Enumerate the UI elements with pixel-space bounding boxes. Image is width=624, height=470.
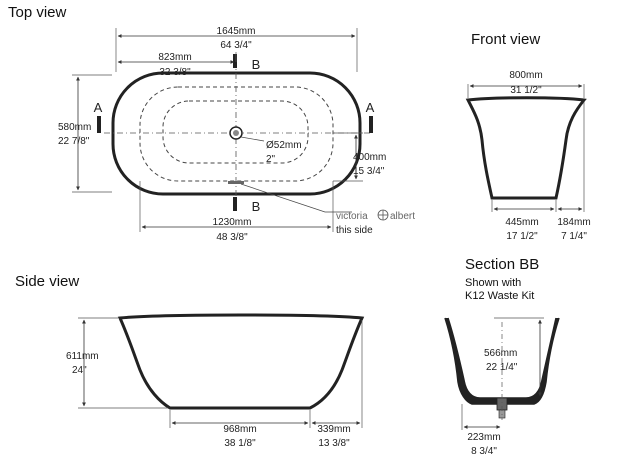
section-waste-offset-mm: 223mm	[467, 432, 500, 443]
side-base-mm: 968mm	[223, 424, 256, 435]
basin-outline-dashed	[139, 86, 334, 182]
section-a-label-left: A	[94, 100, 103, 115]
top-inner-width-mm: 400mm	[353, 152, 386, 163]
front-base-in: 17 1/2"	[506, 231, 538, 242]
front-width-in: 31 1/2"	[510, 85, 542, 96]
side-view-drawing: 611mm 24" 968mm 38 1/8" 339mm 13 3/8"	[66, 313, 365, 449]
section-b-label-top: B	[252, 57, 261, 72]
section-a-label-right: A	[366, 100, 375, 115]
front-view-heading: Front view	[471, 31, 541, 48]
section-depth-mm: 566mm	[484, 348, 517, 359]
side-offset-mm: 339mm	[317, 424, 350, 435]
front-base-mm: 445mm	[505, 217, 538, 228]
top-to-waste-mm: 823mm	[158, 52, 191, 63]
top-view-heading: Top view	[8, 4, 67, 21]
front-offset-in: 7 1/4"	[561, 231, 587, 242]
section-bb-drawing: 566mm 22 1/4" 223mm 8 3/4"	[444, 317, 560, 457]
side-offset-in: 13 3/8"	[318, 438, 350, 449]
brand-name-left: victoria	[336, 211, 368, 222]
top-inner-length-mm: 1230mm	[213, 217, 252, 228]
overflow-slot	[228, 181, 244, 184]
top-waste-mm: Ø52mm	[266, 140, 302, 151]
section-waste-offset-in: 8 3/4"	[471, 446, 497, 457]
brand-name-right: albert	[390, 211, 415, 222]
section-b-label-bottom: B	[252, 199, 261, 214]
section-bb-heading: Section BB	[465, 256, 540, 273]
top-width-mm: 580mm	[58, 122, 91, 133]
waste-outlet-inner	[233, 130, 239, 136]
side-height-mm: 611mm	[66, 351, 99, 362]
front-offset-mm: 184mm	[557, 217, 590, 228]
waste-leader-line	[240, 136, 265, 142]
top-view-drawing: 1645mm 64 3/4" 823mm 32 3/8" 580mm 22 7/…	[58, 26, 415, 243]
front-tub-profile	[465, 96, 587, 200]
section-b-marker-bottom	[233, 197, 237, 211]
top-width-in: 22 7/8"	[58, 136, 90, 147]
top-length-in: 64 3/4"	[220, 40, 252, 51]
section-a-marker-left	[97, 116, 101, 133]
section-a-marker-right	[369, 116, 373, 133]
side-height-in: 24"	[72, 365, 87, 376]
basin-floor-dashed	[162, 100, 309, 164]
section-note-line-1: Shown with	[465, 277, 522, 289]
section-note-line-2: K12 Waste Kit	[465, 290, 535, 302]
brand-leader-line	[240, 183, 352, 213]
top-inner-length-in: 48 3/8"	[216, 232, 248, 243]
section-depth-in: 22 1/4"	[486, 362, 518, 373]
side-view-heading: Side view	[15, 273, 80, 290]
top-waste-in: 2"	[266, 154, 276, 165]
top-to-waste-in: 32 3/8"	[159, 67, 191, 78]
side-base-in: 38 1/8"	[224, 438, 256, 449]
top-length-mm: 1645mm	[217, 26, 256, 37]
brand-note: this side	[336, 225, 373, 236]
section-b-marker-top	[233, 54, 237, 68]
top-inner-width-in: 15 3/4"	[353, 166, 385, 177]
front-width-mm: 800mm	[509, 70, 542, 81]
front-view-drawing: 800mm 31 1/2" 445mm 17 1/2" 184mm 7 1/4"	[465, 70, 591, 242]
side-tub-profile	[117, 313, 365, 410]
